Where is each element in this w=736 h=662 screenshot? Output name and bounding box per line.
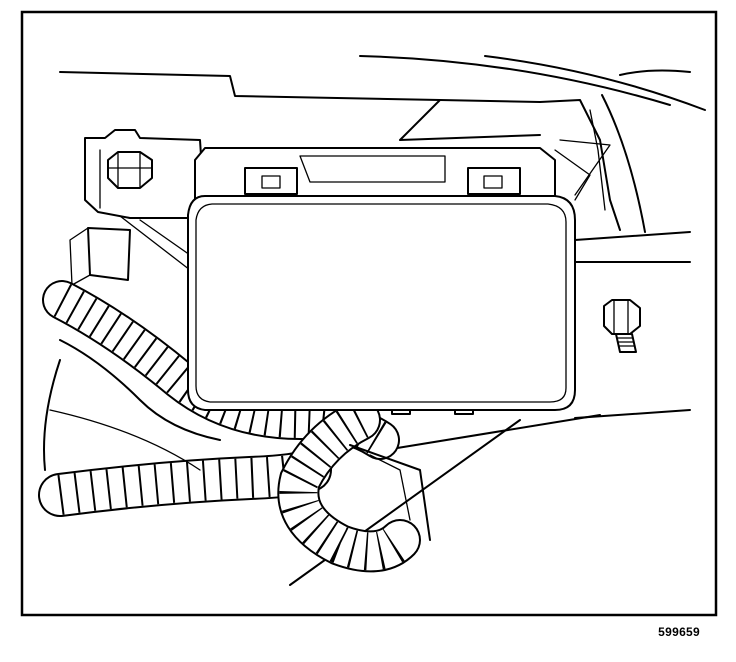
right-bolt <box>603 299 641 353</box>
figure-number: 599659 <box>658 625 700 639</box>
connector-housing <box>194 147 556 211</box>
illustration-frame <box>20 10 718 617</box>
electronic-module <box>187 195 576 411</box>
upper-left-bolt <box>107 151 153 189</box>
